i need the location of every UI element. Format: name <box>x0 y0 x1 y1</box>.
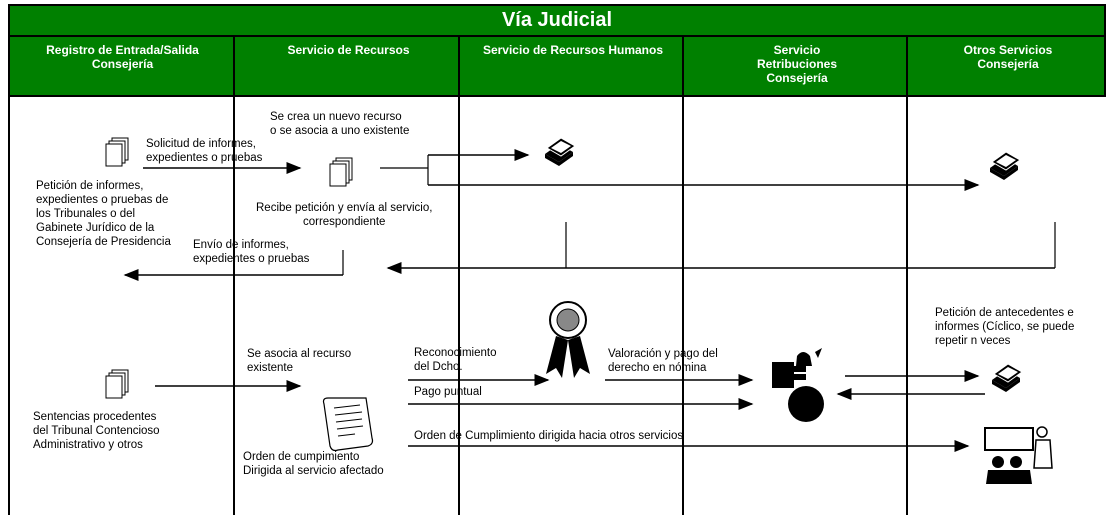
label-nuevo-recurso: Se crea un nuevo recurso o se asocia a u… <box>270 111 410 137</box>
presentation-icon <box>984 426 1053 484</box>
label-sentencias: Sentencias procedentes del Tribunal Cont… <box>33 411 160 451</box>
lane-header-rrhh: Servicio de Recursos Humanos <box>482 43 664 57</box>
scroll-icon <box>322 397 374 452</box>
label-asocia: Se asocia al recurso existente <box>247 348 352 374</box>
lane-header-registro: Registro de Entrada/Salida Consejería <box>46 43 199 71</box>
lane-divider-1 <box>233 37 235 515</box>
label-recibe: Recibe petición y envía al servicio, cor… <box>256 202 433 228</box>
lane-border-left <box>8 97 10 515</box>
document-icon <box>105 137 129 167</box>
lane-divider-2 <box>458 37 460 515</box>
label-pago-puntual: Pago puntual <box>414 386 482 398</box>
label-antecedentes: Petición de antecedentes e informes (Cíc… <box>935 307 1075 347</box>
books-icon <box>991 363 1023 393</box>
lane-header-otros: Otros Servicios Consejería <box>963 43 1053 71</box>
lane-divider-3 <box>682 37 684 515</box>
books-icon <box>544 137 576 167</box>
lane-header-row: Registro de Entrada/Salida Consejería Se… <box>8 37 1106 97</box>
label-envio: Envío de informes, expedientes o pruebas <box>193 239 310 265</box>
lane-header-retribuciones: Servicio Retribuciones Consejería <box>756 43 837 85</box>
books-icon <box>989 151 1021 181</box>
label-orden-otros: Orden de Cumplimiento dirigida hacia otr… <box>414 430 684 442</box>
award-ribbon-icon <box>546 301 590 378</box>
document-icon <box>329 157 353 187</box>
diagram-title: Vía Judicial <box>8 4 1106 37</box>
lane-divider-4 <box>906 37 908 515</box>
label-solicitud: Solicitud de informes, expedientes o pru… <box>146 138 263 164</box>
label-peticion: Petición de informes, expedientes o prue… <box>36 180 171 248</box>
label-valoracion: Valoración y pago del derecho en nómina <box>608 348 718 374</box>
money-bag-icon <box>772 348 824 422</box>
lane-header-recursos: Servicio de Recursos <box>287 43 410 57</box>
label-reconocimiento: Reconocimiento del Dcho. <box>414 347 497 373</box>
document-icon <box>105 369 129 399</box>
label-orden-cumplimiento: Orden de cumpimiento Dirigida al servici… <box>243 451 384 477</box>
